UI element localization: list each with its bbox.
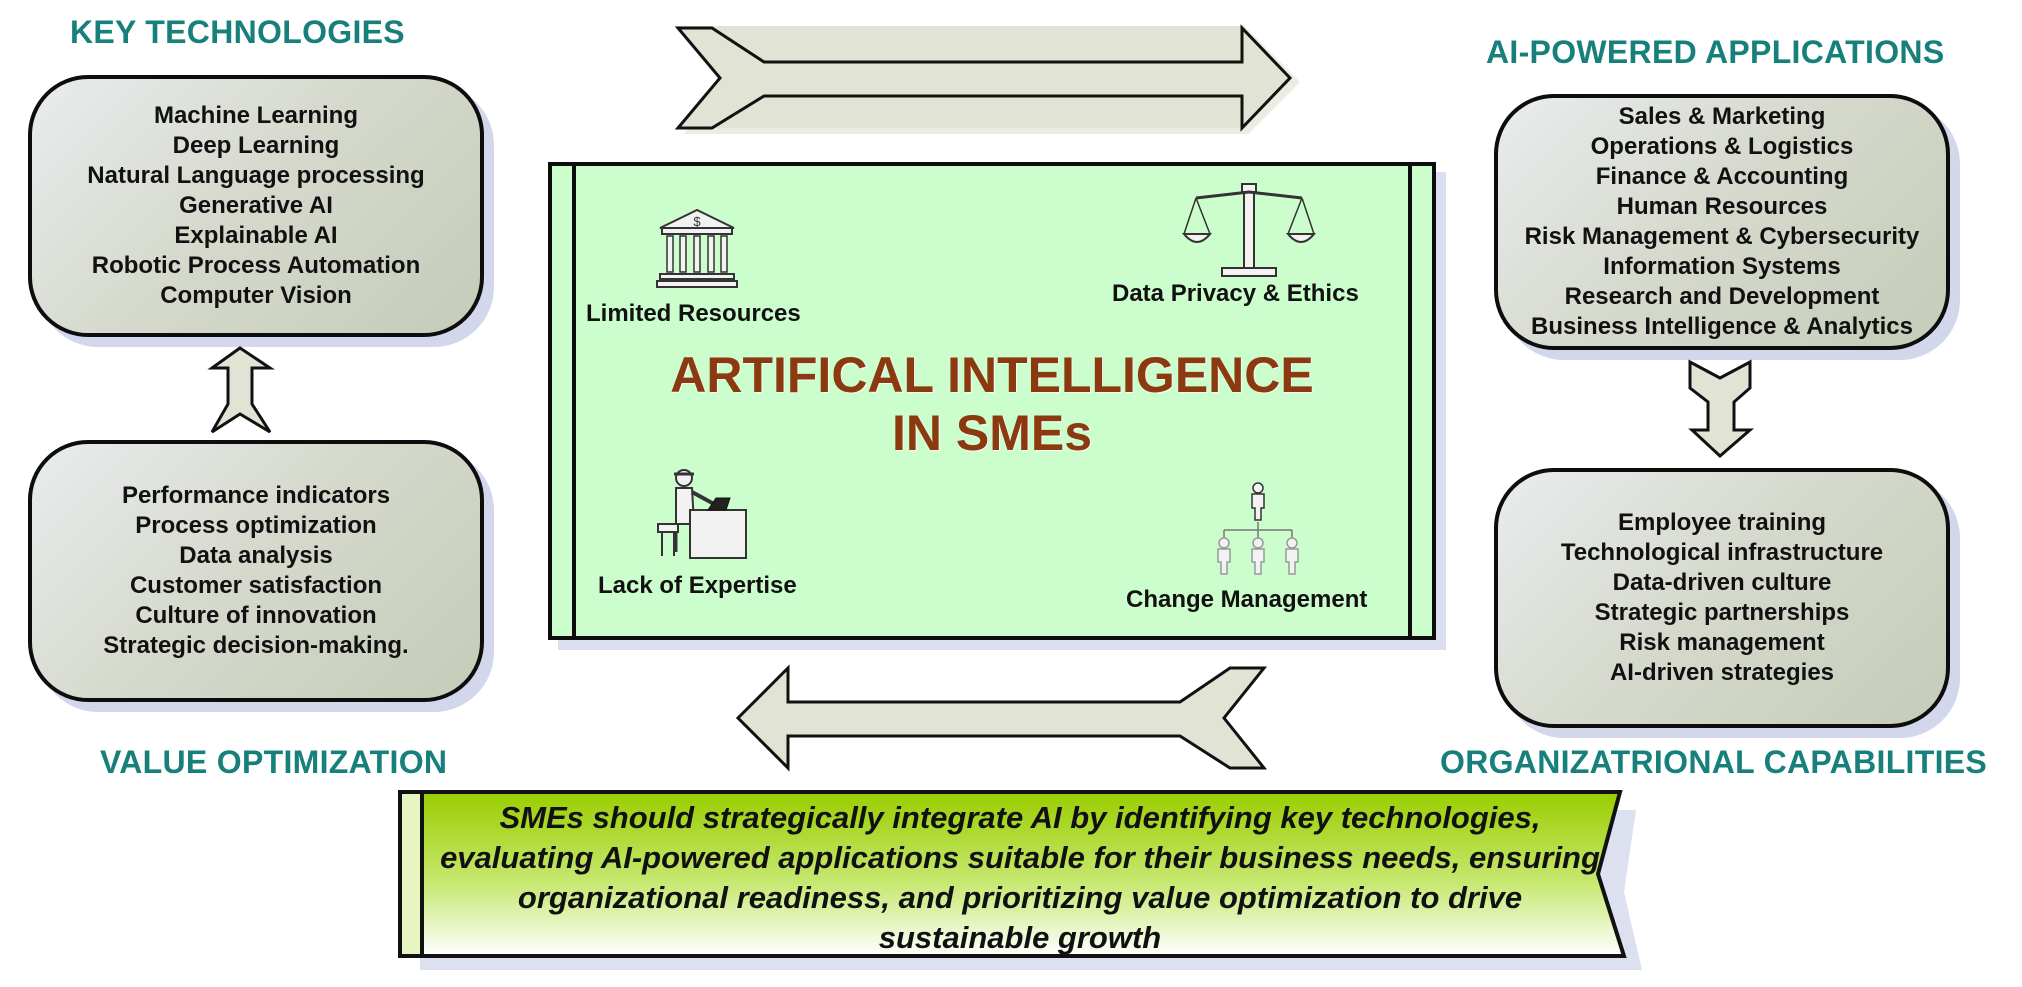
list-item: Explainable AI <box>174 222 338 249</box>
center-title-line2: IN SMEs <box>891 405 1093 461</box>
list-item: Information Systems <box>1603 253 1841 280</box>
list-item: Data analysis <box>179 542 333 569</box>
list-item: Business Intelligence & Analytics <box>1531 313 1913 340</box>
value-optimization-box: Performance indicators Process optimizat… <box>28 440 484 702</box>
ai-in-smes-panel: $ Limited Resources Data Privacy & Ethic… <box>548 162 1436 640</box>
list-item: Deep Learning <box>172 132 340 159</box>
list-item: Customer satisfaction <box>129 572 383 599</box>
list-item: Risk Management & Cybersecurity <box>1524 223 1920 250</box>
bank-icon: $ <box>656 208 738 288</box>
list-item: Culture of innovation <box>135 602 377 629</box>
list-item: Process optimization <box>135 512 377 539</box>
list-item: Computer Vision <box>160 282 352 309</box>
list-item: Machine Learning <box>153 102 359 129</box>
challenge-data-privacy-ethics: Data Privacy & Ethics <box>1112 280 1359 307</box>
heading-value-optimization: VALUE OPTIMIZATION <box>100 744 448 780</box>
challenge-lack-of-expertise: Lack of Expertise <box>598 572 797 599</box>
heading-ai-powered-applications: AI-POWERED APPLICATIONS <box>1486 34 1945 70</box>
key-technologies-box: Machine Learning Deep Learning Natural L… <box>28 75 484 337</box>
worker-at-desk-icon <box>657 469 747 559</box>
list-item: Generative AI <box>179 192 333 219</box>
list-item: Human Resources <box>1616 193 1828 220</box>
list-item: Technological infrastructure <box>1560 539 1884 566</box>
panel-right-bar <box>1408 166 1432 636</box>
list-item: Research and Development <box>1564 283 1880 310</box>
summary-banner <box>398 790 1642 970</box>
list-item: Strategic partnerships <box>1594 599 1850 626</box>
list-item: AI-driven strategies <box>1609 659 1835 686</box>
org-chart-icon <box>1217 482 1299 575</box>
list-item: Data-driven culture <box>1612 569 1832 596</box>
list-item: Robotic Process Automation <box>91 252 421 279</box>
list-item: Employee training <box>1617 509 1827 536</box>
heading-organizational-capabilities: ORGANIZATRIONAL CAPABILITIES <box>1440 744 1988 780</box>
organizational-capabilities-box: Employee training Technological infrastr… <box>1494 468 1950 728</box>
challenge-change-management: Change Management <box>1126 586 1368 613</box>
svg-text:$: $ <box>693 214 701 229</box>
panel-left-bar <box>552 166 576 636</box>
down-arrow-icon <box>1688 359 1755 459</box>
center-title-line1: ARTIFICAL INTELLIGENCE <box>670 347 1314 403</box>
summary-text: SMEs should strategically integrate AI b… <box>440 800 1600 955</box>
list-item: Sales & Marketing <box>1618 103 1826 130</box>
up-down-arrow-icon <box>207 346 275 434</box>
left-arrow-icon <box>735 664 1268 772</box>
heading-key-technologies: KEY TECHNOLOGIES <box>70 14 405 50</box>
scales-icon <box>1181 183 1317 277</box>
list-item: Operations & Logistics <box>1590 133 1854 160</box>
ai-powered-applications-box: Sales & Marketing Operations & Logistics… <box>1494 94 1950 350</box>
list-item: Natural Language processing <box>87 162 425 189</box>
challenge-limited-resources: Limited Resources <box>586 300 801 327</box>
list-item: Performance indicators <box>121 482 391 509</box>
list-item: Risk management <box>1619 629 1825 656</box>
right-arrow-icon <box>674 24 1300 134</box>
list-item: Strategic decision-making. <box>103 632 409 659</box>
list-item: Finance & Accounting <box>1595 163 1849 190</box>
